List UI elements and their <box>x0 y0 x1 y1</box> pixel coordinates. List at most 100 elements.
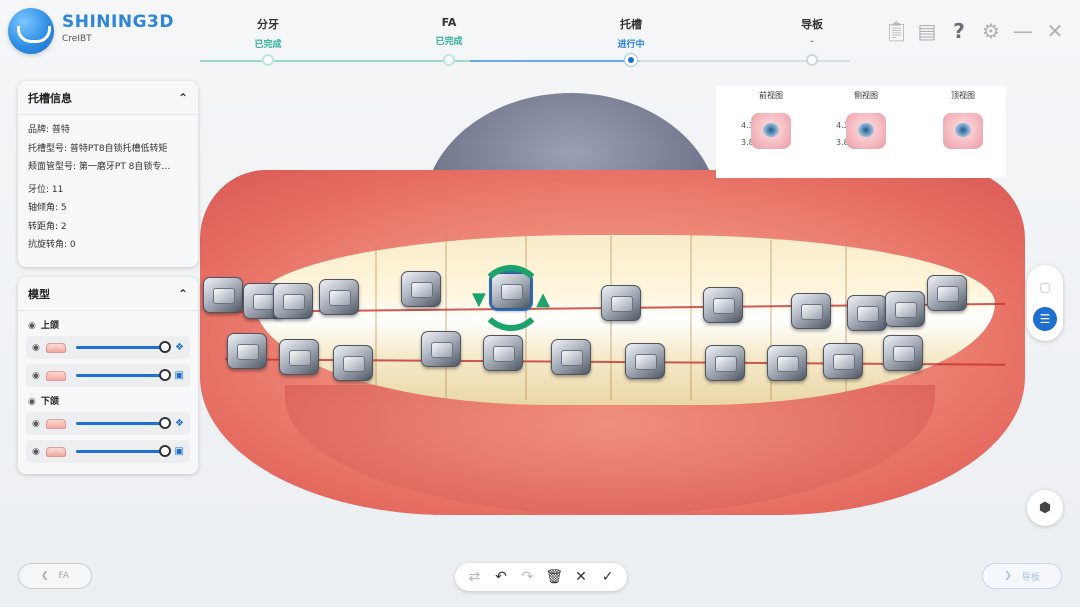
opacity-slider[interactable] <box>75 369 171 381</box>
progress-line-active <box>470 60 630 62</box>
bracket-upper[interactable] <box>703 287 743 323</box>
model-header[interactable]: 模型 ⌃ <box>18 277 198 311</box>
upper-jaw-label[interactable]: ◉ 上颌 <box>18 316 198 336</box>
opacity-slider[interactable] <box>75 445 171 457</box>
step-title: 托槽 <box>620 18 642 31</box>
bracket-upper[interactable] <box>273 283 313 319</box>
previous-step-button[interactable]: ❮ FA <box>18 563 92 589</box>
bracket-upper[interactable] <box>791 293 831 329</box>
bracket-upper[interactable] <box>319 279 359 315</box>
clipboard-icon[interactable]: 📋︎ <box>884 19 910 43</box>
lower-jaw-label[interactable]: ◉ 下颌 <box>18 392 198 412</box>
step-bracket[interactable]: 托槽 进行中 <box>586 16 676 66</box>
step-fa[interactable]: FA 已完成 <box>404 16 494 66</box>
right-toolbar: ▢ ☰ <box>1027 265 1063 341</box>
bracket-settings-icon[interactable]: ☰ <box>1033 307 1057 331</box>
step-status: 已完成 <box>435 37 463 47</box>
close-icon[interactable]: ✕ <box>1046 19 1064 43</box>
next-step-button[interactable]: ❯ 导板 <box>982 563 1062 589</box>
front-view[interactable]: 前视图 4.3 3.8 <box>731 90 811 149</box>
info-torque: 转距角: 2 <box>28 221 67 232</box>
eye-icon[interactable]: ◉ <box>32 446 40 457</box>
step-status: 已完成 <box>254 40 282 50</box>
app-logo <box>8 8 54 54</box>
opacity-slider[interactable] <box>75 417 172 429</box>
bracket-lower[interactable] <box>333 345 373 381</box>
minimize-icon[interactable]: — <box>1013 19 1033 43</box>
tooth-gap <box>690 235 692 400</box>
top-view-thumbnail <box>943 113 983 149</box>
dental-3d-viewport[interactable]: ▼ ▲ <box>195 85 1035 525</box>
chevron-up-icon[interactable]: ⌃ <box>177 90 188 105</box>
slider-knob[interactable] <box>159 341 172 353</box>
view-label: 前视图 <box>759 91 783 100</box>
bracket-lower[interactable] <box>625 343 665 379</box>
bracket-lower[interactable] <box>823 343 863 379</box>
jaw-name: 上颌 <box>40 321 59 331</box>
slider-knob[interactable] <box>159 417 172 429</box>
view-measure-top: 4.3 <box>836 121 849 130</box>
bracket-lower[interactable] <box>421 331 461 367</box>
folder-icon[interactable]: ▤ <box>917 19 937 43</box>
chevron-up-icon[interactable]: ⌃ <box>177 286 188 301</box>
swap-icon[interactable]: ⇄ <box>468 569 481 585</box>
bracket-info-header[interactable]: 托槽信息 ⌃ <box>18 81 198 115</box>
slider-knob[interactable] <box>158 445 171 457</box>
step-separation[interactable]: 分牙 已完成 <box>223 16 313 66</box>
bracket-icon[interactable]: ▣ <box>174 370 184 381</box>
confirm-icon[interactable]: ✓ <box>601 569 614 585</box>
info-rotation: 抗旋转角: 0 <box>28 240 76 250</box>
bracket-lower[interactable] <box>279 339 319 375</box>
bracket-lower[interactable] <box>705 345 745 381</box>
side-view[interactable]: 侧视图 4.3 3.8 <box>826 90 906 149</box>
settings-icon[interactable]: ⚙ <box>982 19 1000 43</box>
bracket-upper[interactable] <box>401 271 441 307</box>
eye-icon[interactable]: ◉ <box>28 397 36 407</box>
cancel-icon[interactable]: ✕ <box>575 569 587 585</box>
tooth-icon[interactable]: ❖ <box>175 418 184 429</box>
eye-icon[interactable]: ◉ <box>28 321 36 331</box>
bracket-lower[interactable] <box>767 345 807 381</box>
eye-icon[interactable]: ◉ <box>32 342 40 353</box>
chevron-right-icon: ❯ <box>1004 571 1012 581</box>
delete-icon[interactable]: 🗑︎ <box>545 569 564 585</box>
info-tip: 轴倾角: 5 <box>28 203 67 213</box>
bracket-upper[interactable] <box>847 295 887 331</box>
bracket-upper[interactable] <box>927 275 967 311</box>
bracket-upper[interactable] <box>203 277 243 313</box>
top-view[interactable]: 顶视图 <box>923 90 1003 149</box>
bracket-lower[interactable] <box>551 339 591 375</box>
help-icon[interactable]: ? <box>953 19 965 43</box>
bracket-icon[interactable]: ▣ <box>174 446 184 457</box>
panel-title: 模型 <box>28 287 50 301</box>
opacity-slider[interactable] <box>75 341 172 353</box>
lower-model-row: ◉ ❖ <box>26 412 190 435</box>
rotate-handle[interactable]: ▼ ▲ <box>472 265 550 331</box>
redo-icon[interactable]: ↷ <box>521 569 534 585</box>
bracket-info-panel: 托槽信息 ⌃ 品牌: 普特 托槽型号: 普特PT8自锁托槽低转矩 颊面管型号: … <box>18 81 198 267</box>
model-panel: 模型 ⌃ ◉ 上颌 ◉ ❖ ◉ ▣ ◉ 下颌 ◉ ❖ ◉ ▣ <box>18 277 198 474</box>
info-buccal-tube: 颊面管型号: 第一磨牙PT 8自锁专… <box>28 162 171 172</box>
next-step-label: 导板 <box>1021 572 1040 583</box>
bracket-lower[interactable] <box>883 335 923 371</box>
step-dot <box>443 54 455 66</box>
bracket-upper[interactable] <box>885 291 925 327</box>
bracket-lower[interactable] <box>227 333 267 369</box>
info-brand: 品牌: 普特 <box>28 125 70 135</box>
view-measure-top: 4.3 <box>741 121 754 130</box>
step-guide[interactable]: 导板 - <box>767 16 857 66</box>
undo-icon[interactable]: ↶ <box>495 569 507 585</box>
bracket-upper[interactable] <box>601 285 641 321</box>
fit-view-icon[interactable]: ▢ <box>1039 280 1051 294</box>
eye-icon[interactable]: ◉ <box>32 418 40 429</box>
rotate-right-arrow-icon: ▲ <box>536 289 550 310</box>
slider-knob[interactable] <box>158 369 171 381</box>
tooth-icon[interactable]: ❖ <box>175 342 184 353</box>
info-tooth: 牙位: 11 <box>28 184 64 195</box>
upper-arch-icon <box>45 342 66 353</box>
view-cube-icon[interactable]: ⬢ <box>1027 490 1063 526</box>
bracket-lower[interactable] <box>483 335 523 371</box>
progress-line-pending <box>640 60 850 62</box>
upper-model-row: ◉ ❖ <box>26 336 190 359</box>
eye-icon[interactable]: ◉ <box>32 370 40 381</box>
